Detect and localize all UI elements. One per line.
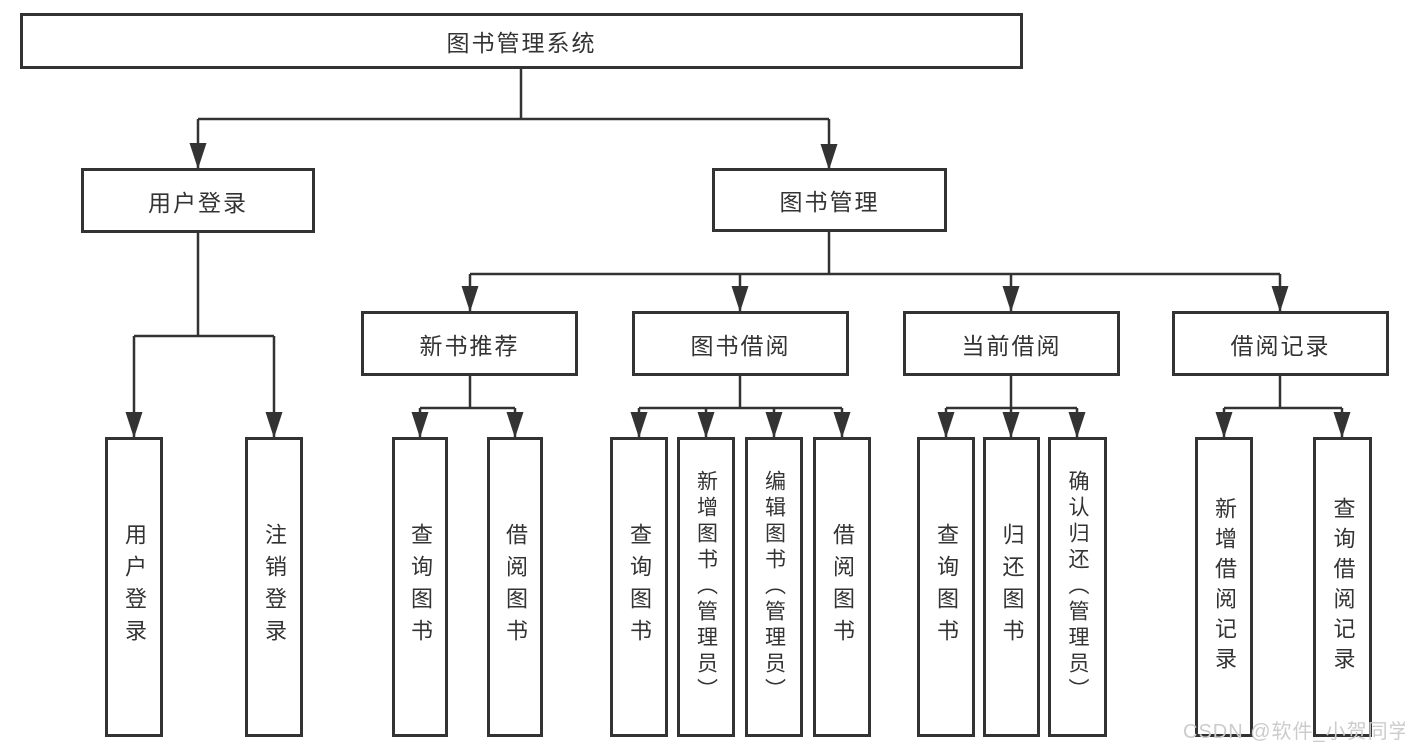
leaf-br-add-record-label: 新增借阅记录 — [1212, 497, 1237, 677]
leaf-cb-query-books: 查询图书 — [917, 437, 975, 737]
leaf-logout-label: 注销登录 — [262, 523, 287, 651]
leaf-nb-query-books-label: 查询图书 — [408, 523, 433, 651]
node-current-borrow: 当前借阅 — [903, 311, 1120, 376]
leaf-bb-borrow-books-label: 借阅图书 — [830, 523, 855, 651]
leaf-nb-borrow-books: 借阅图书 — [487, 437, 543, 737]
node-new-book-recommend-label: 新书推荐 — [419, 332, 520, 359]
leaf-br-query-record: 查询借阅记录 — [1313, 437, 1372, 737]
node-current-borrow-label: 当前借阅 — [961, 332, 1062, 359]
csdn-watermark: CSDN @软件_小贺同学 — [1183, 721, 1405, 743]
node-user-login: 用户登录 — [81, 168, 315, 233]
leaf-user-login-label: 用户登录 — [122, 523, 147, 651]
leaf-bb-edit-books-admin: 编辑图书（管理员） — [745, 437, 803, 737]
node-root-label: 图书管理系统 — [446, 30, 597, 56]
node-book-borrow-label: 图书借阅 — [690, 332, 791, 359]
node-book-management-label: 图书管理 — [779, 189, 880, 215]
leaf-br-add-record: 新增借阅记录 — [1195, 437, 1253, 737]
leaf-bb-add-books-admin: 新增图书（管理员） — [677, 437, 735, 737]
leaf-cb-query-books-label: 查询图书 — [934, 523, 959, 651]
node-book-management: 图书管理 — [712, 168, 947, 232]
leaf-bb-query-books-label: 查询图书 — [627, 523, 652, 651]
leaf-bb-edit-books-admin-label: 编辑图书（管理员） — [762, 470, 786, 704]
leaf-br-query-record-label: 查询借阅记录 — [1330, 497, 1356, 677]
leaf-cb-confirm-return-admin-label: 确认归还（管理员） — [1066, 470, 1089, 704]
leaf-nb-borrow-books-label: 借阅图书 — [503, 523, 528, 651]
leaf-bb-add-books-admin-label: 新增图书（管理员） — [694, 470, 718, 704]
node-root: 图书管理系统 — [20, 13, 1023, 69]
leaf-user-login: 用户登录 — [105, 437, 163, 737]
leaf-logout: 注销登录 — [245, 437, 303, 737]
leaf-bb-query-books: 查询图书 — [610, 437, 668, 737]
node-borrow-records-label: 借阅记录 — [1230, 332, 1331, 359]
node-borrow-records: 借阅记录 — [1172, 311, 1389, 376]
node-user-login-label: 用户登录 — [148, 189, 248, 216]
leaf-nb-query-books: 查询图书 — [392, 437, 448, 737]
leaf-cb-return-books-label: 归还图书 — [999, 523, 1025, 651]
leaf-cb-confirm-return-admin: 确认归还（管理员） — [1048, 437, 1107, 737]
node-book-borrow: 图书借阅 — [632, 311, 849, 376]
leaf-cb-return-books: 归还图书 — [983, 437, 1040, 737]
leaf-bb-borrow-books: 借阅图书 — [813, 437, 871, 737]
node-new-book-recommend: 新书推荐 — [361, 311, 578, 376]
